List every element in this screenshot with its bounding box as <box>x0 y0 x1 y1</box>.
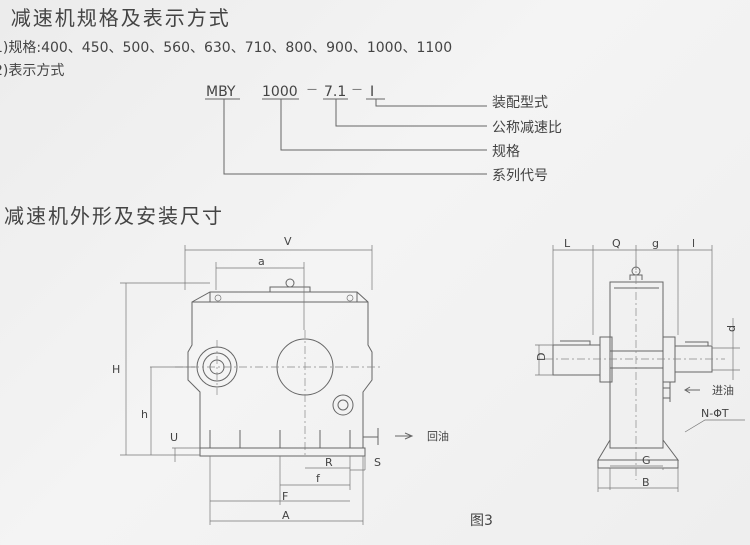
dim-U: U <box>170 431 178 444</box>
dash-1: — <box>307 84 317 95</box>
label-ratio: 公称减速比 <box>492 120 562 136</box>
dim-g: g <box>652 237 659 250</box>
size-code: 1000 <box>262 84 298 100</box>
dim-B: B <box>642 476 650 489</box>
dim-R: R <box>325 456 333 469</box>
dim-G: G <box>642 454 651 467</box>
ratio-code: 7.1 <box>324 84 346 100</box>
dim-V: V <box>284 235 292 248</box>
front-view-drawing: V a H h U R S f F A 回油 <box>112 235 449 525</box>
dim-S: S <box>374 456 381 469</box>
dim-D: D <box>535 353 548 361</box>
label-assembly: 装配型式 <box>492 95 548 111</box>
dim-L: L <box>564 237 571 250</box>
section-title-specs: . 减速机规格及表示方式 <box>0 6 231 30</box>
dim-f: f <box>316 472 321 485</box>
oil-inlet-label: 进油 <box>712 383 734 397</box>
dim-H: H <box>112 363 120 376</box>
label-size: 规格 <box>492 144 520 160</box>
dim-Q: Q <box>612 237 621 250</box>
dash-2: — <box>352 84 362 95</box>
designation-diagram: MBY 1000 — 7.1 — I 装配型式 公称减速比 规格 系列代号 <box>205 84 562 184</box>
section-title-dimensions: 减速机外形及安装尺寸 <box>4 204 224 228</box>
dim-d: d <box>725 325 738 332</box>
designation-heading: 2)表示方式 <box>0 63 65 79</box>
dim-h: h <box>141 408 148 421</box>
oil-return-label: 回油 <box>427 429 449 443</box>
dim-l: l <box>692 237 695 250</box>
label-series: 系列代号 <box>492 168 548 184</box>
dim-F: F <box>282 490 288 503</box>
assembly-code: I <box>370 84 374 100</box>
series-code: MBY <box>206 84 236 100</box>
bolt-spec-label: N-ΦT <box>701 407 729 420</box>
dim-a: a <box>258 255 265 268</box>
side-view-drawing: L Q g l D d 进油 N-ΦT G B <box>535 237 745 492</box>
dim-A: A <box>282 509 290 522</box>
spec-sizes: 1)规格:400、450、500、560、630、710、800、900、100… <box>0 40 453 56</box>
figure-caption: 图3 <box>470 513 493 529</box>
